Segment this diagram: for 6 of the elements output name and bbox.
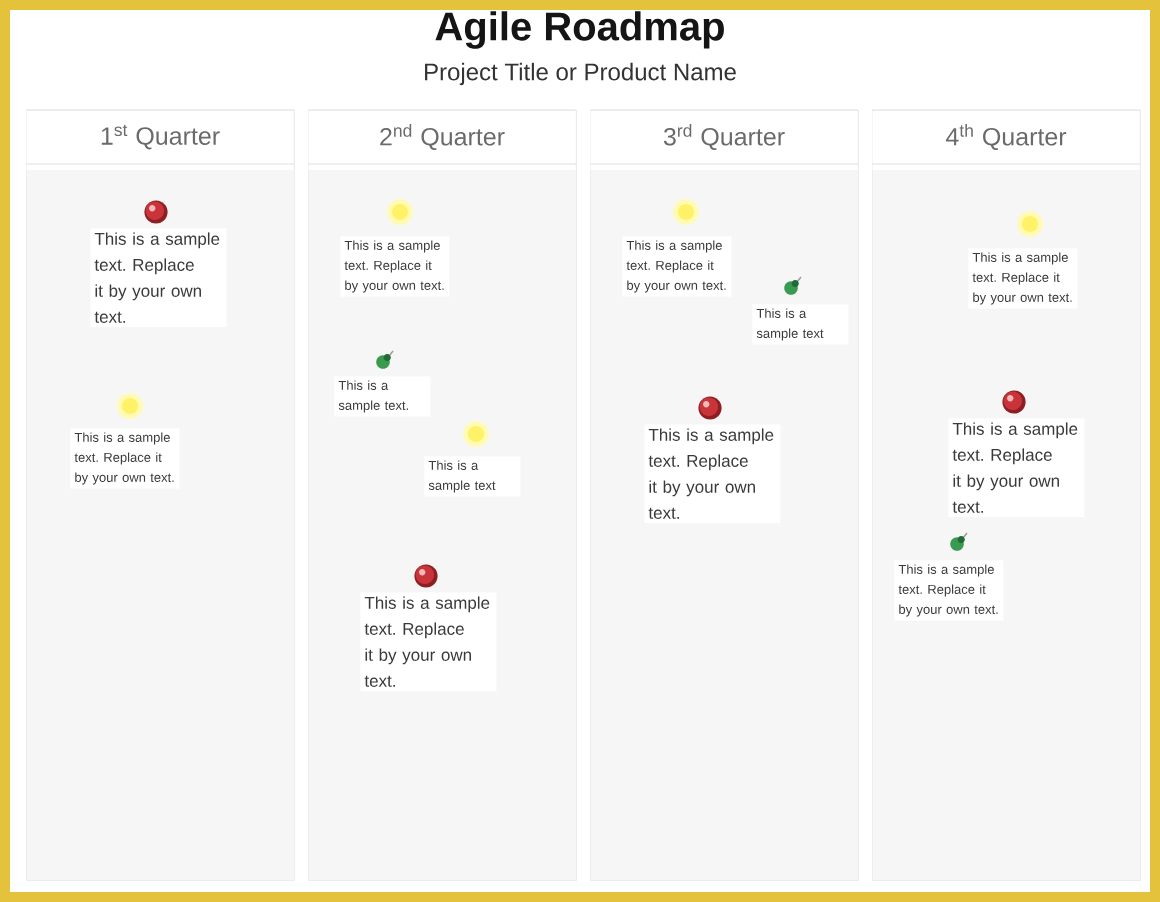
subtitle: Project Title or Product Name: [425, 62, 736, 86]
sticky-note: This is a sample text. Replace it by your own text.: [948, 418, 1085, 517]
sticky-note: This is a sample text. Replace it by your own text.: [360, 592, 497, 691]
title: Agile Roadmap: [435, 11, 724, 49]
sticky-note: This is a sample text. Replace it by your own text.: [90, 228, 227, 327]
sticky-note: This is a sample text. Replace it by your own text.: [644, 424, 781, 523]
